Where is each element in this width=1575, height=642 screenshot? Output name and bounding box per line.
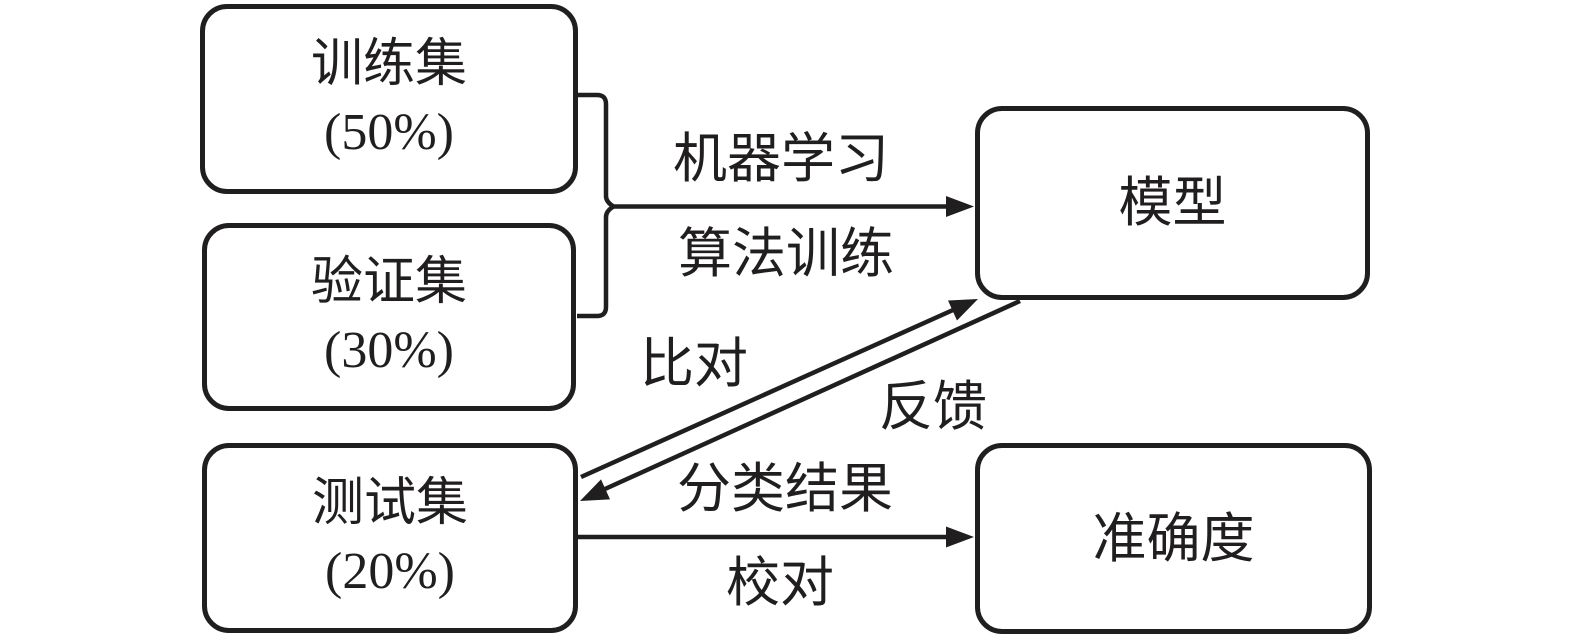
- validation-set-title: 验证集: [310, 254, 467, 311]
- accuracy-title: 准确度: [1092, 508, 1255, 569]
- edge-label-classification-result: 分类结果: [677, 459, 893, 519]
- node-test-set: 测试集 (20%): [202, 443, 578, 633]
- node-accuracy: 准确度: [975, 443, 1372, 634]
- node-training-set: 训练集 (50%): [200, 4, 578, 194]
- edge-label-proofread: 校对: [726, 553, 834, 613]
- node-model: 模型: [975, 106, 1370, 300]
- model-title: 模型: [1118, 173, 1227, 233]
- arrow-model-to-test: [580, 298, 1021, 501]
- edge-label-ml-algorithm-line2: 算法训练: [678, 224, 894, 284]
- test-set-share: (20%): [325, 543, 455, 600]
- arrow-test-to-model: [580, 299, 978, 480]
- validation-set-share: (30%): [324, 322, 454, 379]
- node-validation-set: 验证集 (30%): [202, 223, 576, 411]
- arrow-test-to-accuracy: [578, 526, 974, 548]
- arrow-train-to-model: [613, 196, 974, 217]
- training-set-share: (50%): [324, 104, 454, 161]
- test-set-title: 测试集: [311, 475, 468, 532]
- edge-label-ml-algorithm-line1: 机器学习: [673, 129, 889, 189]
- edge-label-compare: 比对: [640, 334, 748, 394]
- brace-train-validation: [577, 92, 616, 319]
- edge-label-feedback: 反馈: [879, 377, 987, 437]
- training-set-title: 训练集: [310, 36, 467, 93]
